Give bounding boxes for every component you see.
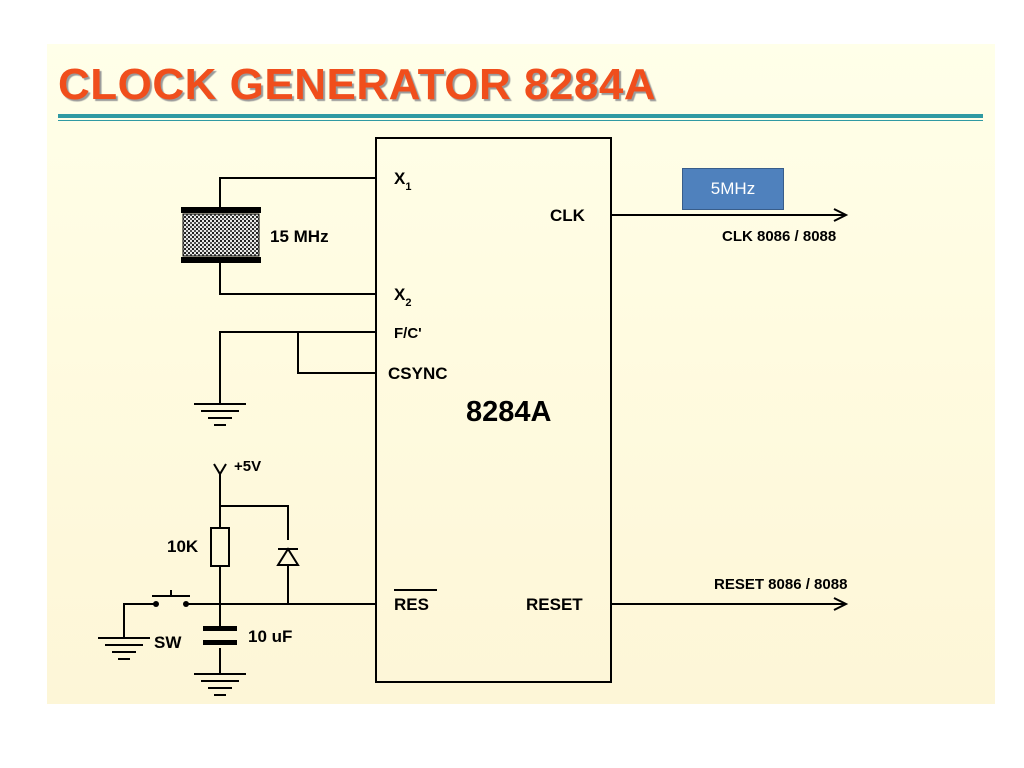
output-reset-label: RESET 8086 / 8088 [714,576,847,593]
wire-x1 [219,177,376,207]
pin-csync: CSYNC [388,364,448,383]
page-title: CLOCK GENERATOR 8284A [58,60,657,109]
crystal-15mhz [181,207,261,263]
crystal-label: 15 MHz [270,227,329,246]
pin-reset: RESET [526,595,583,614]
title-underline [58,114,983,118]
wire-csync [297,332,376,374]
wire-diode-top [220,505,289,540]
chip-8284a [375,137,612,683]
title-underline-thin [58,120,983,121]
arrow-reset [833,597,849,611]
pin-x2: X2 [394,285,411,309]
wire-fc [219,331,376,403]
wire-sw-ground [123,603,154,638]
capacitor-label: 10 uF [248,627,292,646]
resistor-10k [210,527,230,567]
pin-clk: CLK [550,206,586,225]
chip-name: 8284A [466,396,552,428]
slide-background [47,44,995,704]
vcc-symbol [213,463,227,476]
pin-res: RES [394,595,429,614]
resistor-label: 10K [167,537,199,556]
arrow-clk [833,208,849,222]
diode-triangle [276,547,300,566]
output-clk-label: CLK 8086 / 8088 [722,228,836,245]
switch-label: SW [154,633,182,652]
pin-x1: X1 [394,169,411,193]
frequency-badge: 5MHz [682,168,784,210]
wire-x2 [219,263,376,295]
power-label: +5V [234,458,261,475]
capacitor-10uf [203,626,237,631]
pin-fc: F/C' [394,325,422,342]
